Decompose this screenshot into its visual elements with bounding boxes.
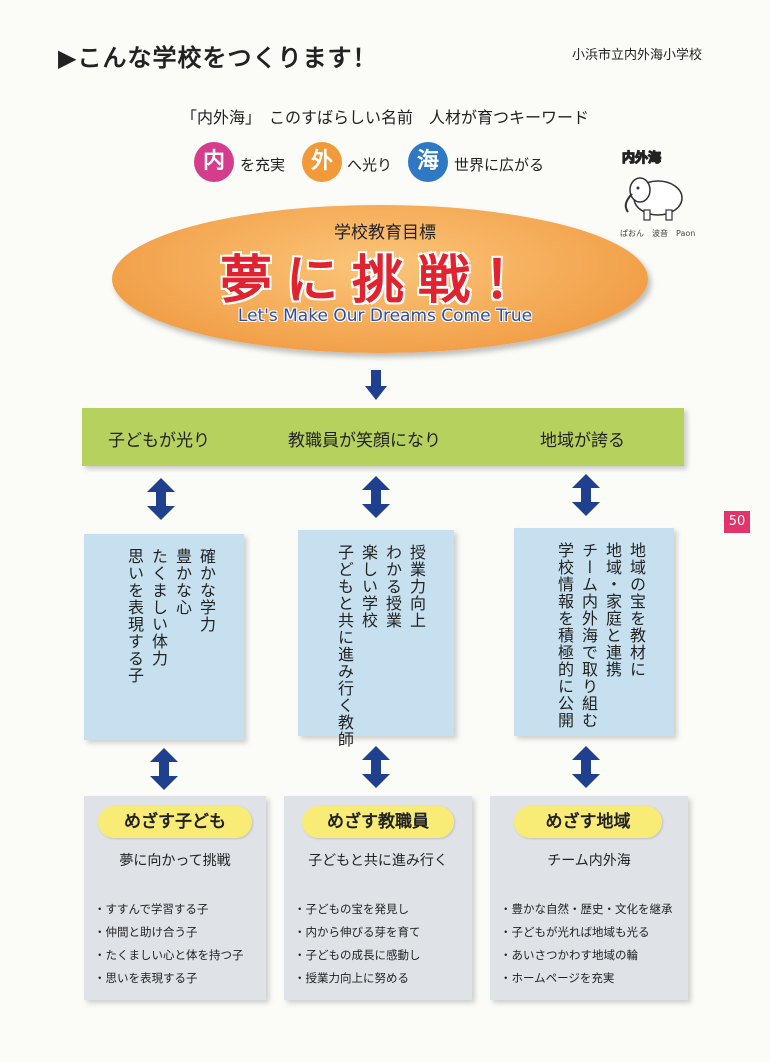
arrow-updown-icon: [150, 748, 178, 790]
arrow-updown-icon: [362, 746, 390, 788]
focus-item: 思いを表現する子: [125, 548, 144, 684]
goal-ellipse: [112, 205, 648, 353]
target-children-box: めざす子ども 夢に向かって挑戦 ・すすんで学習する子 ・仲間と助け合う子 ・たく…: [84, 796, 266, 1000]
mascot-caption: ぱおん 波音 Paon: [620, 229, 696, 238]
target-item: ・すすんで学習する子: [94, 902, 209, 916]
pillar-staff: 教職員が笑顔になり: [288, 431, 441, 451]
focus-item: 楽しい学校: [359, 544, 378, 629]
arrow-updown-icon: [362, 476, 390, 518]
page-title: ▶こんな学校をつくります！: [58, 44, 378, 72]
goal-english-text: Let's Make Our Dreams Come True: [237, 306, 533, 326]
community-focus-box: 地域の宝を教材に 地域・家庭と連携 チーム内外海で取り組む 学校情報を積極的に公…: [514, 528, 674, 736]
focus-item: 地域・家庭と連携: [603, 542, 622, 678]
target-item: ・思いを表現する子: [94, 971, 198, 985]
staff-focus-box: 授業力向上 わかる授業 楽しい学校 子どもと共に進み行く教師: [298, 530, 454, 748]
focus-item: 確かな学力: [197, 548, 216, 633]
goal-pillars-bar: [82, 408, 684, 466]
focus-item: 学校情報を積極的に公開: [555, 542, 574, 729]
mascot-logo-text: 内外海: [622, 150, 661, 166]
target-subtitle: 子どもと共に進み行く: [308, 853, 448, 869]
focus-item: 豊かな心: [173, 548, 192, 616]
keyword-circle-uchi: 内: [194, 142, 234, 182]
keyword-line: 「内外海」 このすばらしい名前 人材が育つキーワード: [180, 108, 589, 127]
target-item: ・授業力向上に努める: [294, 971, 409, 985]
target-title: めざす教職員: [302, 806, 454, 838]
school-name: 小浜市立内外海小学校: [572, 48, 703, 63]
elephant-mascot-icon: 内外海: [621, 149, 683, 221]
keyword-text-uchi: を充実: [240, 156, 286, 174]
focus-item: 子どもと共に進み行く教師: [335, 544, 354, 748]
target-item: ・あいさつかわす地域の輪: [500, 948, 638, 962]
target-item: ・たくましい心と体を持つ子: [94, 948, 244, 962]
focus-item: わかる授業: [383, 544, 402, 629]
target-subtitle: チーム内外海: [547, 853, 631, 869]
page-number-badge: 50: [724, 511, 750, 533]
target-item: ・子どもの宝を発見し: [294, 902, 409, 916]
goal-label: 学校教育目標: [334, 223, 436, 243]
target-item: ・ホームページを充実: [500, 971, 615, 985]
target-title: めざす地域: [514, 806, 662, 838]
target-item: ・豊かな自然・歴史・文化を継承: [500, 902, 673, 916]
target-item: ・内から伸びる芽を育て: [294, 925, 421, 939]
keyword-text-soto: へ光り: [347, 156, 393, 174]
focus-item: チーム内外海で取り組む: [579, 542, 598, 729]
arrow-updown-icon: [147, 478, 175, 520]
target-title: めざす子ども: [98, 806, 252, 838]
keyword-text-umi: 世界に広がる: [454, 156, 545, 174]
goal-main-text: 夢に挑戦！: [219, 251, 550, 311]
focus-item: 授業力向上: [407, 544, 426, 629]
keyword-circle-soto: 外: [302, 142, 342, 182]
target-staff-box: めざす教職員 子どもと共に進み行く ・子どもの宝を発見し ・内から伸びる芽を育て…: [284, 796, 472, 1000]
target-item: ・子どもの成長に感動し: [294, 948, 421, 962]
pillar-community: 地域が誇る: [540, 431, 625, 451]
arrow-updown-icon: [572, 474, 600, 516]
keyword-circle-umi: 海: [408, 142, 448, 182]
focus-item: 地域の宝を教材に: [627, 542, 646, 678]
target-subtitle: 夢に向かって挑戦: [119, 853, 231, 869]
pillar-children: 子どもが光り: [108, 431, 210, 451]
target-item: ・仲間と助け合う子: [94, 925, 198, 939]
target-community-box: めざす地域 チーム内外海 ・豊かな自然・歴史・文化を継承 ・子どもが光れば地域も…: [490, 796, 688, 1000]
arrow-updown-icon: [572, 746, 600, 788]
focus-item: たくましい体力: [149, 548, 168, 667]
target-item: ・子どもが光れば地域も光る: [500, 925, 650, 939]
arrow-down-icon: [365, 370, 387, 400]
children-focus-box: 確かな学力 豊かな心 たくましい体力 思いを表現する子: [84, 534, 244, 740]
